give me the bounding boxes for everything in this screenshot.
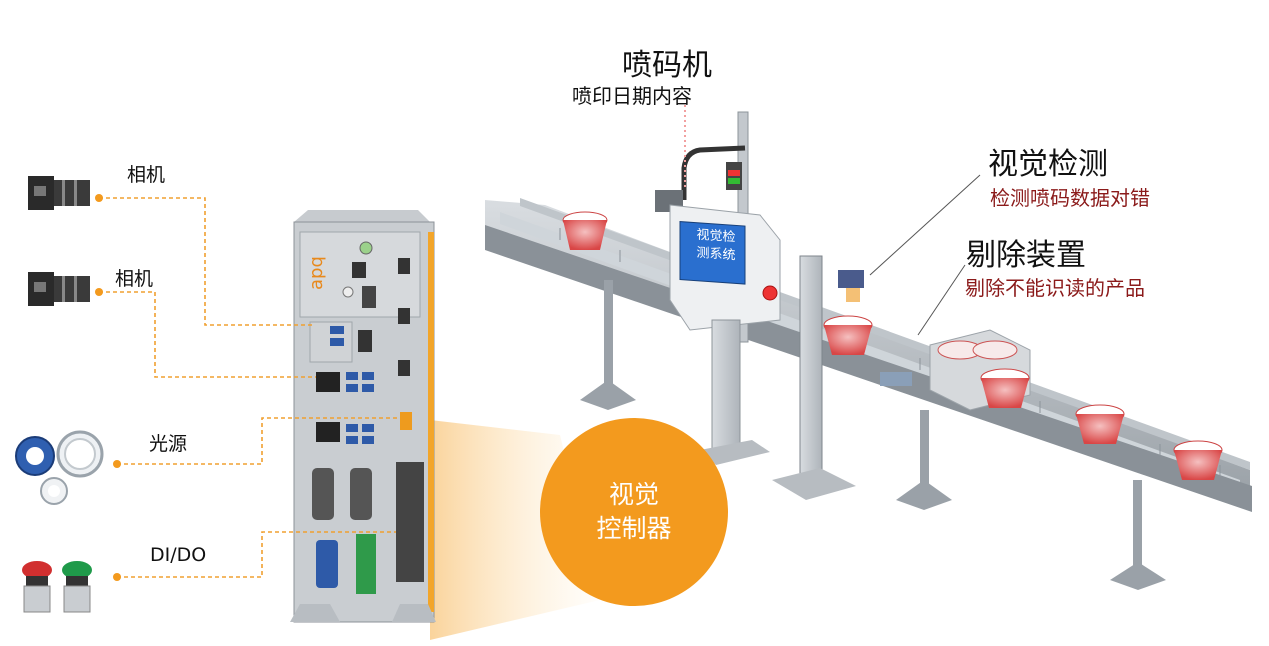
dido-label: DI/DO	[150, 544, 207, 566]
vision-sensor-post	[772, 255, 912, 500]
printer-subtitle: 喷印日期内容	[572, 84, 692, 108]
industrial-camera-icon	[28, 272, 90, 306]
connection-lines	[99, 197, 400, 578]
reject-title: 剔除装置	[966, 238, 1086, 273]
industrial-camera-icon	[28, 176, 90, 210]
vision-leader-line	[869, 174, 981, 276]
vision-subtitle: 检测喷码数据对错	[990, 186, 1150, 210]
printer-title: 喷码机	[622, 48, 712, 83]
vision-screen-text: 视觉检 测系统	[686, 226, 746, 266]
reject-leader-line	[917, 264, 966, 336]
product-cups	[562, 211, 1223, 480]
reject-subtitle: 剔除不能识读的产品	[965, 276, 1145, 300]
circle-line-1: 视觉	[608, 480, 659, 509]
camera-label-2: 相机	[115, 268, 154, 290]
inkjet-printer-assembly	[655, 105, 781, 465]
push-button-icon	[22, 561, 92, 613]
controller-unit	[290, 210, 436, 623]
ring-light-icon	[15, 430, 104, 505]
light-source-label: 光源	[149, 433, 188, 455]
vision-controller-label: 视觉 控制器	[539, 478, 729, 546]
camera-label-1: 相机	[127, 164, 166, 186]
vision-title: 视觉检测	[988, 147, 1108, 182]
controller-circle-bg	[540, 418, 728, 606]
circle-line-2: 控制器	[596, 514, 672, 543]
controller-brand: apq	[306, 256, 327, 290]
